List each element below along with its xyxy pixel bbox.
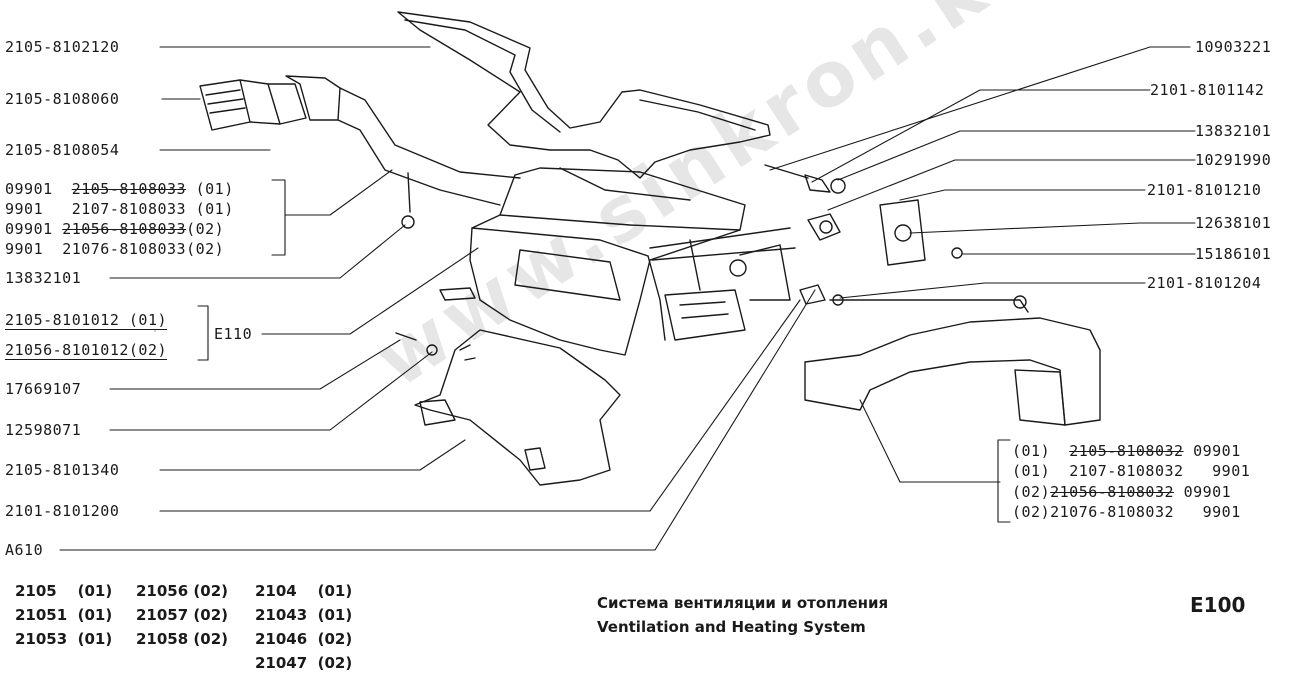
model-entry: 21057 (02) bbox=[136, 606, 229, 624]
part-label: 2105-8101012 (01) bbox=[5, 311, 168, 330]
part-label: 12638101 bbox=[1195, 214, 1272, 232]
part-label: (02)21056-8108032 09901 bbox=[1012, 483, 1232, 501]
part-label: 15186101 bbox=[1195, 245, 1272, 263]
model-entry: 21053 (01) bbox=[15, 630, 113, 648]
part-label: 2101-8101204 bbox=[1147, 274, 1262, 292]
right-duct bbox=[804, 295, 1101, 426]
part-label: 09901 2105-8108033 (01) bbox=[5, 180, 234, 198]
model-entry: 21043 (01) bbox=[255, 606, 353, 624]
part-label: 2105-8108054 bbox=[5, 141, 120, 159]
part-label: 21056-8101012(02) bbox=[5, 341, 168, 360]
leader-lines bbox=[59, 46, 1196, 551]
part-label: 17669107 bbox=[5, 380, 82, 398]
model-entry: 21046 (02) bbox=[255, 630, 353, 648]
side-duct bbox=[337, 87, 521, 206]
model-entry: 21056 (02) bbox=[136, 582, 229, 600]
part-ref-label: E110 bbox=[214, 325, 253, 343]
part-label: 2101-8101142 bbox=[1150, 81, 1265, 99]
page-code: E100 bbox=[1190, 593, 1246, 617]
part-label: (01) 2105-8108032 09901 bbox=[1012, 442, 1241, 460]
air-duct-top bbox=[397, 11, 771, 179]
heater-core-pipes bbox=[439, 227, 796, 341]
part-label: 2105-8101340 bbox=[5, 461, 120, 479]
title-english: Ventilation and Heating System bbox=[597, 618, 866, 636]
model-entry: 21047 (02) bbox=[255, 654, 353, 672]
title-russian: Система вентиляции и отопления bbox=[597, 594, 889, 612]
hardware-parts bbox=[395, 164, 963, 356]
part-label: 13832101 bbox=[5, 269, 82, 287]
part-label: 2101-8101210 bbox=[1147, 181, 1262, 199]
part-label: 2101-8101200 bbox=[5, 502, 120, 520]
part-label: 2105-8102120 bbox=[5, 38, 120, 56]
part-label: 09901 21056-8108033(02) bbox=[5, 220, 225, 238]
part-label: (01) 2107-8108032 9901 bbox=[1012, 462, 1251, 480]
part-label: 13832101 bbox=[1195, 122, 1272, 140]
part-label: 10903221 bbox=[1195, 38, 1272, 56]
model-entry: 21051 (01) bbox=[15, 606, 113, 624]
part-label: A610 bbox=[5, 541, 44, 559]
model-entry: 2105 (01) bbox=[15, 582, 113, 600]
model-entry: 2104 (01) bbox=[255, 582, 353, 600]
model-entry: 21058 (02) bbox=[136, 630, 229, 648]
part-label: 9901 21076-8108033(02) bbox=[5, 240, 225, 258]
part-label: (02)21076-8108032 9901 bbox=[1012, 503, 1241, 521]
part-label: 2105-8108060 bbox=[5, 90, 120, 108]
part-label: 9901 2107-8108033 (01) bbox=[5, 200, 234, 218]
part-label: 12598071 bbox=[5, 421, 82, 439]
heater-housing bbox=[469, 167, 746, 356]
part-label: 10291990 bbox=[1195, 151, 1272, 169]
vent-nozzle bbox=[199, 75, 341, 131]
lower-duct bbox=[414, 329, 621, 486]
